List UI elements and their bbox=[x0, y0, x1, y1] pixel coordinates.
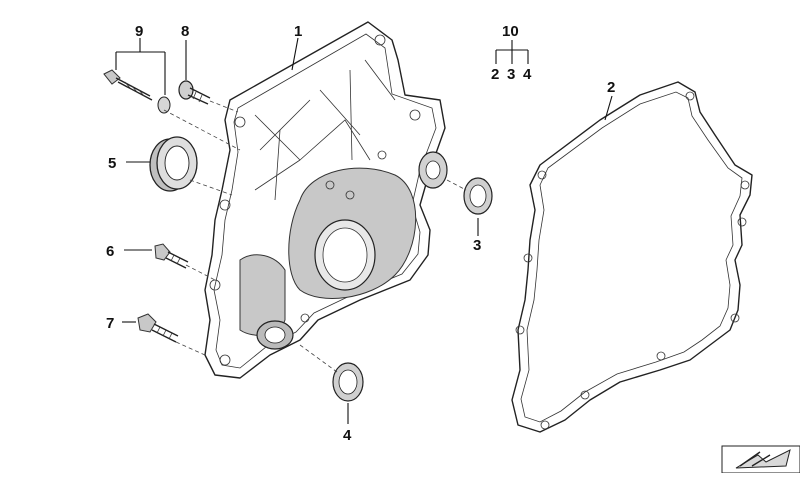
kit-item-3: 3 bbox=[507, 66, 515, 83]
callout-3: 3 bbox=[473, 237, 481, 254]
bolt-9 bbox=[103, 69, 171, 114]
callout-1: 1 bbox=[294, 23, 302, 40]
catalog-arrow-icon bbox=[721, 445, 800, 474]
cover-gasket bbox=[511, 81, 753, 433]
seal-ring-4 bbox=[332, 362, 364, 402]
bolt-7 bbox=[137, 313, 179, 343]
bolt-8 bbox=[178, 80, 211, 105]
kit-item-2: 2 bbox=[491, 66, 499, 83]
radial-shaft-seal-5 bbox=[149, 136, 198, 192]
timing-cover bbox=[204, 21, 448, 379]
callout-5: 5 bbox=[108, 155, 116, 172]
bolt-6 bbox=[154, 243, 189, 269]
callout-4: 4 bbox=[343, 427, 352, 444]
callout-6: 6 bbox=[106, 243, 114, 260]
kit-item-4: 4 bbox=[523, 66, 532, 83]
callout-8: 8 bbox=[181, 23, 189, 40]
callout-7: 7 bbox=[106, 315, 114, 332]
seal-ring-3 bbox=[463, 177, 493, 215]
callout-2: 2 bbox=[607, 79, 615, 96]
callout-9: 9 bbox=[135, 23, 143, 40]
callout-10: 10 bbox=[502, 23, 519, 40]
